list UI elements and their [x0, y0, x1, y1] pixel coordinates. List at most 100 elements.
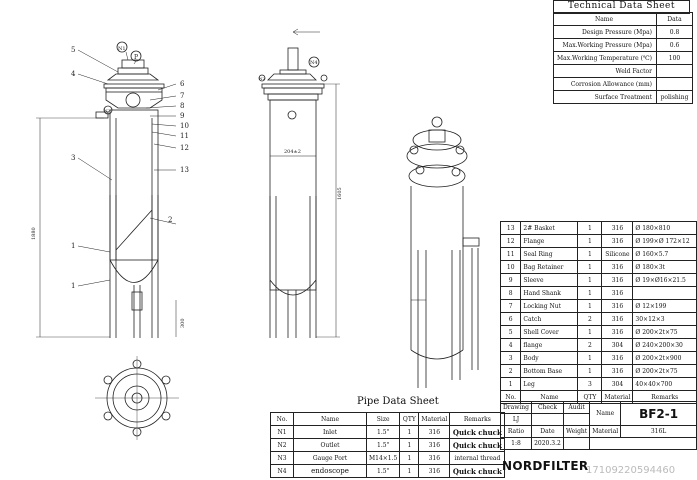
bom-name: 2# Basket	[520, 221, 579, 235]
bom-remarks: 40×40×700	[632, 377, 697, 391]
side-view	[258, 28, 340, 338]
bom-remarks	[632, 286, 697, 300]
isometric-view	[406, 116, 480, 388]
pipe-size: 1.5"	[365, 438, 401, 452]
tb-check-value	[531, 413, 564, 426]
tb-audit-value	[562, 413, 591, 426]
row-label: Surface Treatment	[553, 90, 657, 104]
bom-material: 316	[601, 299, 634, 313]
bom-qty: 1	[577, 351, 603, 365]
pipe-qty: 1	[399, 438, 420, 452]
pipe-qty: 1	[399, 464, 420, 478]
callout-12: 12	[180, 144, 189, 152]
row-label: Weld Factor	[553, 64, 657, 78]
row-value: 100	[656, 51, 693, 65]
tb-empty	[589, 437, 697, 450]
bom-no: 7	[499, 299, 522, 313]
bom-material: 316	[601, 312, 634, 326]
pipe-size: 1.5"	[365, 425, 401, 439]
bom-remarks: Ø 200×2t×900	[632, 351, 697, 365]
table-row: Ratio Date Weight Material 316L	[499, 425, 697, 438]
bom-name: Hand Shank	[520, 286, 579, 300]
bom-remarks: Ø 180×810	[632, 221, 697, 235]
callout-1b: 1	[71, 282, 75, 290]
bom-qty: 1	[577, 286, 603, 300]
bom-name: Leg	[520, 377, 579, 391]
tb-date: 2020.3.2	[531, 437, 564, 450]
bom-no: 9	[499, 273, 522, 287]
bom-name: flange	[520, 338, 579, 352]
callout-8: 8	[180, 102, 184, 110]
tb-material-label: Material	[589, 425, 622, 438]
callout-6: 6	[180, 80, 185, 88]
table-row: Max.Working Pressure (Mpa)0.6	[553, 38, 693, 52]
row-label: Corrosion Allowance (mm)	[553, 77, 657, 91]
bom-no: 13	[499, 221, 522, 235]
pipe-header-name: Name	[293, 412, 367, 426]
table-header-row: No. Name Size QTY Material Remarks	[270, 412, 506, 426]
bom-remarks: Ø 200×2t×75	[632, 325, 697, 339]
table-row: Max.Working Temperature (℃)100	[553, 51, 693, 65]
tb-ratio: 1:8	[499, 437, 533, 450]
pipe-data-sheet-title: Pipe Data Sheet	[357, 396, 439, 407]
nozzle-n2-label: N2	[104, 108, 111, 113]
bom-qty: 2	[577, 312, 603, 326]
pipe-remarks: Quick chuck	[449, 438, 506, 452]
bom-remarks: Ø 180×3t	[632, 260, 697, 274]
callout-1a: 1	[71, 242, 75, 250]
pipe-remarks: internal thread	[449, 451, 506, 465]
tb-date-label: Date	[531, 425, 564, 438]
table-row: Corrosion Allowance (mm)	[553, 77, 693, 91]
nozzle-n2-side-label: N2	[259, 76, 266, 81]
bom-no: 5	[499, 325, 522, 339]
bom-no: 4	[499, 338, 522, 352]
row-value: polishing	[656, 90, 693, 104]
bom-qty: 1	[577, 221, 603, 235]
tb-weight-value	[562, 437, 591, 450]
pipe-material: 316	[418, 451, 451, 465]
bom-material: Silicone	[601, 247, 634, 261]
dim-leg: 300	[180, 318, 186, 328]
bom-qty: 1	[577, 299, 603, 313]
bom-material: 316	[601, 221, 634, 235]
pipe-no: N2	[270, 438, 294, 452]
dim-height-main: 1880	[31, 227, 37, 240]
bom-name: Catch	[520, 312, 579, 326]
bom-no: 11	[499, 247, 522, 261]
bom-remarks: 30×12×3	[632, 312, 697, 326]
bom-material: 316	[601, 325, 634, 339]
pipe-header-no: No.	[270, 412, 294, 426]
table-row: Name Data	[553, 12, 693, 26]
bom-name: Locking Nut	[520, 299, 579, 313]
pipe-no: N3	[270, 451, 294, 465]
row-value	[656, 64, 693, 78]
top-view	[95, 356, 179, 440]
row-value	[656, 77, 693, 91]
callout-7: 7	[180, 92, 184, 100]
tb-material: 316L	[620, 425, 697, 438]
header-name: Name	[553, 12, 657, 26]
pipe-header-material: Material	[418, 412, 451, 426]
callout-13: 13	[180, 166, 189, 174]
bom-qty: 1	[577, 364, 603, 378]
bom-remarks: Ø 12×199	[632, 299, 697, 313]
bom-qty: 3	[577, 377, 603, 391]
bom-remarks: Ø 200×2t×75	[632, 364, 697, 378]
callout-5: 5	[71, 46, 75, 54]
bom-material: 304	[601, 377, 634, 391]
callout-4: 4	[71, 70, 76, 78]
pipe-material: 316	[418, 438, 451, 452]
bom-material: 316	[601, 260, 634, 274]
header-data: Data	[656, 12, 693, 26]
